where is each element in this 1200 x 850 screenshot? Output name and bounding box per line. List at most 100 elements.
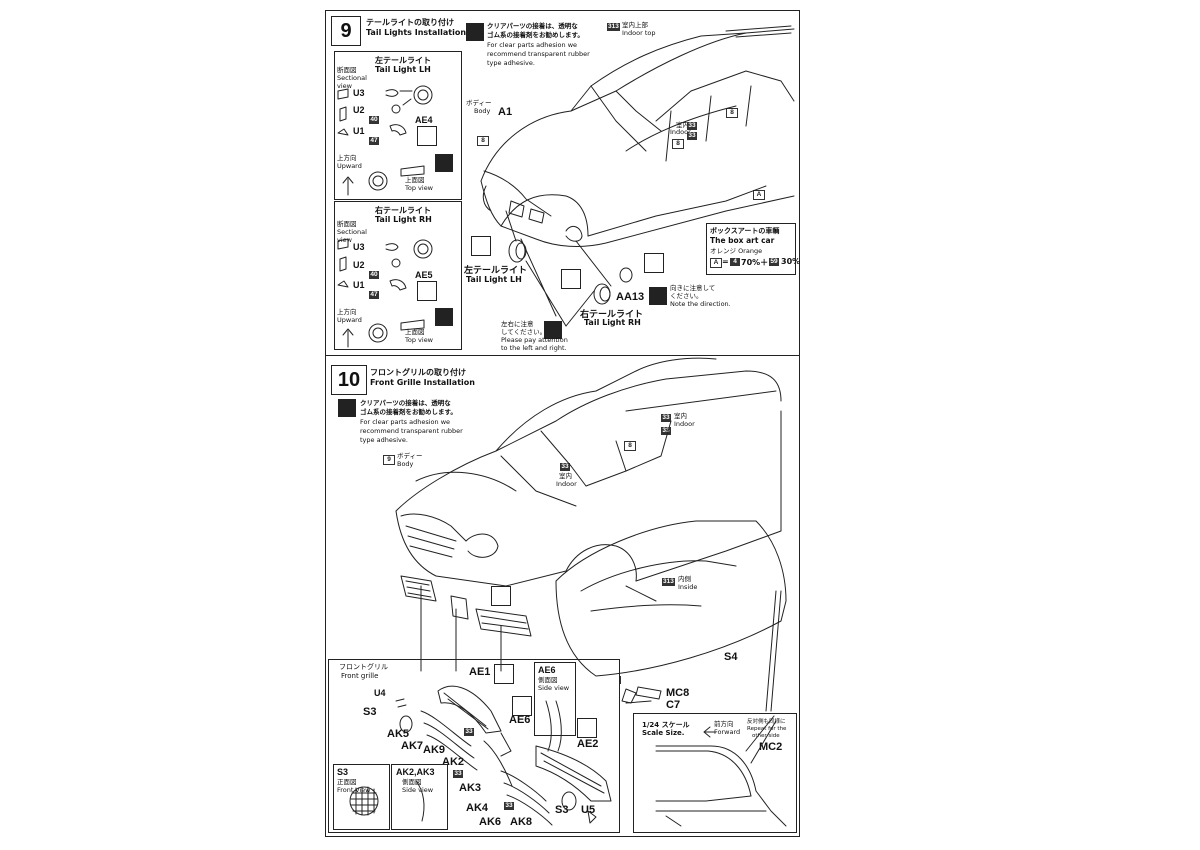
indoor-label-en: Indoor bbox=[670, 128, 691, 136]
mix-equals: = bbox=[722, 257, 729, 266]
step-9-title-en: Tail Lights Installation bbox=[366, 28, 467, 37]
clear-note-en-2: recommend transparent rubber bbox=[360, 427, 463, 435]
code-9: 9 bbox=[383, 455, 395, 465]
code-33: 33 bbox=[504, 802, 514, 810]
ae6-side-view-box: AE6 側面図 Side view bbox=[534, 662, 576, 736]
tail-light-lh-en: Tail Light LH bbox=[466, 275, 522, 284]
direction-note-jp-2: ください。 bbox=[670, 292, 703, 300]
step-divider bbox=[326, 355, 799, 356]
part-ak7: AK7 bbox=[401, 740, 424, 752]
clear-note-en-1: For clear parts adhesion we bbox=[360, 418, 451, 426]
front-grille-detail-box: フロントグリル Front grille U4 S3 AE1 AE6 33 AK… bbox=[328, 659, 620, 833]
step-10-title-en: Front Grille Installation bbox=[370, 378, 475, 387]
scissors-icon bbox=[471, 236, 491, 256]
sectional-jp: 断面図 bbox=[337, 66, 357, 74]
lr-note-jp-2: してください。 bbox=[501, 328, 547, 336]
tail-light-rh-en: Tail Light RH bbox=[584, 318, 641, 327]
direction-note-jp-1: 向きに注意して bbox=[670, 284, 716, 292]
ae6-box-jp: 側面図 bbox=[538, 676, 558, 684]
orange-label: オレンジ Orange bbox=[710, 247, 763, 255]
code-33: 33 bbox=[661, 427, 671, 435]
body-label-en: Body bbox=[397, 460, 414, 468]
tail-light-rh-jp: 右テールライト bbox=[580, 310, 644, 320]
part-u1: U1 bbox=[353, 280, 365, 290]
part-aa13: AA13 bbox=[616, 291, 645, 303]
code-313: 313 bbox=[607, 23, 620, 31]
code-8: 8 bbox=[672, 139, 684, 149]
clear-note-jp-1: クリアパーツの接着は、透明な bbox=[487, 22, 578, 30]
mix-code-4: 4 bbox=[730, 258, 740, 266]
mix-percent-2: 30% bbox=[781, 257, 801, 266]
s3-box-title: S3 bbox=[337, 767, 349, 777]
part-u1: U1 bbox=[353, 126, 365, 136]
glue-icon bbox=[435, 308, 453, 326]
mix-percent-1: 70%＋ bbox=[741, 258, 769, 267]
glue-icon bbox=[435, 154, 453, 172]
code-313: 313 bbox=[662, 578, 675, 586]
sectional-jp: 断面図 bbox=[337, 220, 357, 228]
step-10-number: 10 bbox=[331, 365, 367, 395]
ak23-box-jp: 側面図 bbox=[402, 778, 422, 786]
repeat-en-1: Repeat for the bbox=[747, 726, 787, 732]
step9-car-drawing bbox=[480, 25, 795, 247]
scale-drawing bbox=[655, 715, 787, 827]
glue-icon bbox=[649, 287, 667, 305]
upward-jp: 上方向 bbox=[337, 154, 357, 162]
glue-icon bbox=[544, 321, 562, 339]
code-8: 8 bbox=[624, 441, 636, 451]
mix-code-a: A bbox=[710, 258, 722, 268]
part-s3: S3 bbox=[363, 706, 377, 718]
scissors-icon bbox=[644, 253, 664, 273]
code-33: 33 bbox=[453, 770, 463, 778]
ae6-box-en: Side view bbox=[538, 684, 570, 692]
code-47: 47 bbox=[369, 291, 379, 299]
ae6-box-title: AE6 bbox=[538, 665, 556, 675]
grille-parts-drawing bbox=[400, 575, 532, 672]
scissors-icon bbox=[491, 586, 511, 606]
top-view-en: Top view bbox=[405, 184, 434, 192]
direction-note-en: Note the direction. bbox=[670, 300, 731, 308]
top-view-jp: 上面図 bbox=[405, 328, 425, 336]
part-ae4: AE4 bbox=[415, 115, 433, 125]
part-ae1: AE1 bbox=[469, 666, 491, 678]
clear-note-en-1: For clear parts adhesion we bbox=[487, 41, 578, 49]
scissors-icon bbox=[512, 696, 532, 716]
step10-car-drawing bbox=[395, 357, 782, 587]
body-label-en: Body bbox=[474, 107, 491, 115]
part-ae2: AE2 bbox=[577, 738, 599, 750]
scale-size-box: 1/24 スケール Scale Size. 前方向 Forward 反対側も同様… bbox=[633, 713, 797, 833]
tail-light-lh-detail-box: 左テールライト Tail Light LH 断面図 Sectional view… bbox=[334, 51, 462, 200]
code-40: 40 bbox=[369, 271, 379, 279]
line-art bbox=[337, 25, 795, 827]
scissors-icon bbox=[494, 664, 514, 684]
step9-tail-light-parts bbox=[505, 210, 633, 327]
part-ae5: AE5 bbox=[415, 270, 433, 280]
forward-en: Forward bbox=[714, 728, 741, 736]
code-33: 33 bbox=[687, 122, 697, 130]
top-view-jp: 上面図 bbox=[405, 176, 425, 184]
code-8: 8 bbox=[477, 136, 489, 146]
part-mc2: MC2 bbox=[759, 741, 783, 753]
part-u3: U3 bbox=[353, 242, 365, 252]
part-u3: U3 bbox=[353, 88, 365, 98]
forward-jp: 前方向 bbox=[714, 720, 734, 728]
part-ae6: AE6 bbox=[509, 714, 531, 726]
step-9-number: 9 bbox=[331, 16, 361, 46]
clear-note-jp-2: ゴム系の接着剤をお勧めします。 bbox=[487, 31, 584, 39]
part-ak3: AK3 bbox=[459, 782, 482, 794]
part-u4: U4 bbox=[374, 688, 386, 698]
code-a: A bbox=[753, 190, 765, 200]
upward-jp: 上方向 bbox=[337, 308, 357, 316]
scissors-icon bbox=[561, 269, 581, 289]
part-mc8: MC8 bbox=[666, 687, 690, 699]
part-ak4: AK4 bbox=[466, 802, 489, 814]
scale-en: Scale Size. bbox=[642, 729, 685, 737]
tail-light-rh-detail-box: 右テールライト Tail Light RH 断面図 Sectional view… bbox=[334, 201, 462, 350]
rh-sectional-drawing bbox=[337, 238, 433, 348]
code-47: 47 bbox=[369, 137, 379, 145]
indoor-label-en: Indoor bbox=[556, 480, 577, 488]
repeat-jp: 反対側も同様に bbox=[747, 719, 786, 725]
part-u2: U2 bbox=[353, 260, 365, 270]
grille-label-jp: フロントグリル bbox=[339, 663, 388, 671]
